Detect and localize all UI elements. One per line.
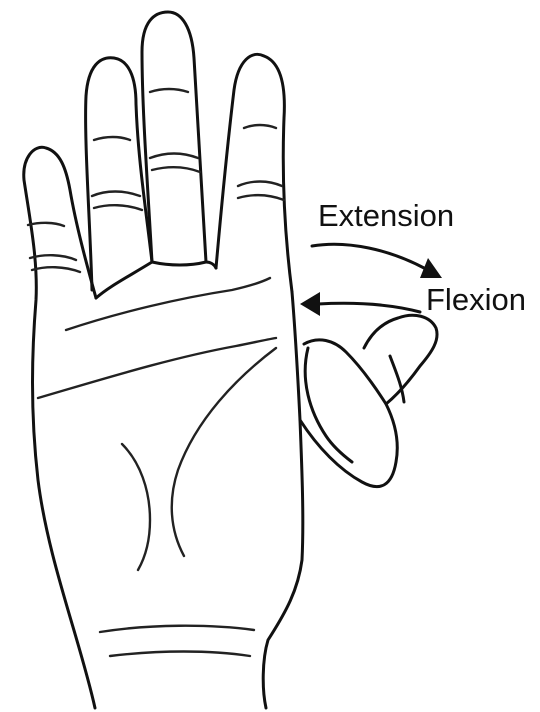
crease	[244, 125, 276, 128]
middle-finger-outline	[142, 12, 206, 262]
finger-web-3	[206, 262, 216, 268]
crease	[238, 182, 282, 187]
thenar-crease	[172, 348, 276, 556]
index-finger-outline	[216, 54, 292, 292]
wrist-creases	[100, 626, 254, 656]
crease	[94, 137, 130, 140]
hand-outline	[24, 12, 437, 708]
crease	[32, 267, 80, 272]
flexion-label: Flexion	[426, 282, 526, 317]
finger-creases	[28, 89, 284, 272]
crease	[92, 192, 140, 197]
crease	[30, 255, 76, 260]
flexion-arrow	[300, 292, 420, 316]
extension-arrow	[312, 244, 442, 278]
crease	[150, 89, 188, 92]
wrist-crease	[100, 626, 254, 632]
hypothenar-crease	[122, 444, 150, 570]
crease	[238, 195, 284, 200]
thumb-pad	[305, 348, 352, 462]
little-finger-outline	[24, 147, 96, 708]
thumb-inner-outline	[304, 340, 386, 404]
extension-label: Extension	[318, 198, 454, 233]
finger-web-2	[152, 262, 206, 265]
crease	[28, 223, 64, 226]
wrist-crease	[110, 652, 250, 657]
crease	[94, 205, 142, 210]
crease	[150, 154, 198, 159]
proximal-palmar-crease	[38, 338, 276, 398]
distal-palmar-crease	[66, 278, 270, 330]
finger-web-1	[96, 262, 152, 298]
palm-creases	[38, 278, 276, 570]
crease	[152, 167, 200, 172]
